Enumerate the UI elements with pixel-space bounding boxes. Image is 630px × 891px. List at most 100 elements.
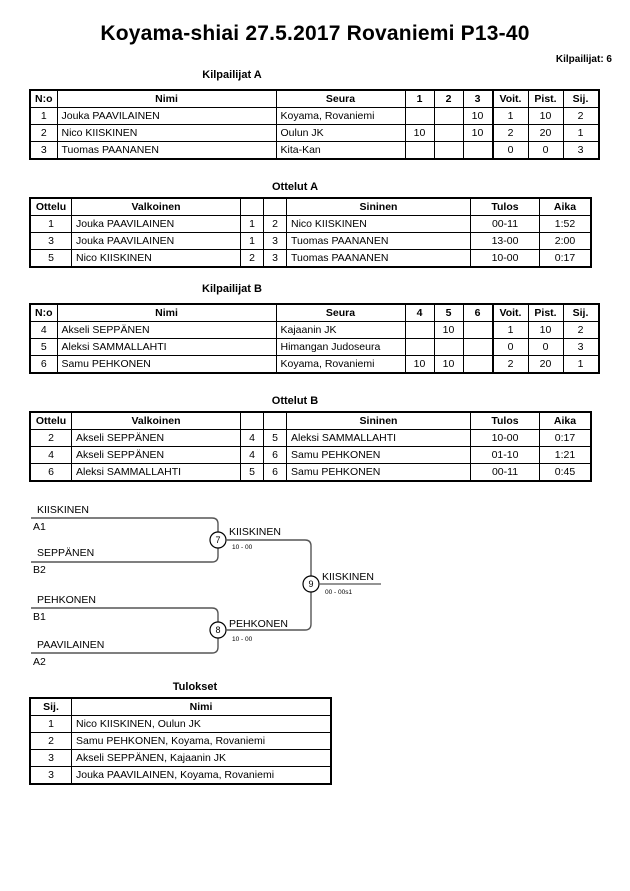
table-row: 2 Nico KIISKINEN Oulun JK 10 10 2 20 1 xyxy=(29,124,599,142)
col-header-sininen: Sininen xyxy=(286,197,471,216)
col-header-valkoinen: Valkoinen xyxy=(71,411,241,430)
col-header-nimi: Nimi xyxy=(71,697,332,716)
bracket-node-score: 10 - 00 xyxy=(232,544,253,551)
cell-sij: 1 xyxy=(562,355,599,374)
col-header-seura: Seura xyxy=(275,89,406,108)
cell-sij: 1 xyxy=(29,715,72,733)
cell-blue-no: 6 xyxy=(263,463,287,482)
cell-seura: Kajaanin JK xyxy=(275,321,406,339)
col-header-ottelu: Ottelu xyxy=(29,411,72,430)
cell-sininen: Tuomas PAANANEN xyxy=(286,232,471,250)
col-header-white-no xyxy=(240,411,264,430)
caption-pool-b: Kilpailijat B xyxy=(202,283,262,295)
table-row: 1 Jouka PAAVILAINEN Koyama, Rovaniemi 10… xyxy=(29,107,599,125)
cell-nimi: Tuomas PAANANEN xyxy=(56,141,277,160)
bracket-final-winner: KIISKINEN xyxy=(322,571,374,583)
col-header-no: N:o xyxy=(29,89,58,108)
table-row: 1 Jouka PAAVILAINEN 1 2 Nico KIISKINEN 0… xyxy=(29,215,592,233)
cell-m4 xyxy=(404,338,435,356)
cell-tulos: 00-11 xyxy=(470,463,540,482)
cell-m1: 10 xyxy=(404,124,435,142)
cell-white-no: 1 xyxy=(240,215,264,233)
caption-matches-b: Ottelut B xyxy=(271,395,319,407)
cell-tulos: 01-10 xyxy=(470,446,540,464)
cell-ottelu: 5 xyxy=(29,249,72,268)
cell-voit: 2 xyxy=(491,355,529,374)
pool-b-table: N:o Nimi Seura 4 5 6 Voit. Pist. Sij. 4 … xyxy=(29,303,600,374)
cell-no: 2 xyxy=(29,124,58,142)
bracket-entrant-seed: A1 xyxy=(33,521,46,533)
cell-sij: 3 xyxy=(562,338,599,356)
col-header-ottelu: Ottelu xyxy=(29,197,72,216)
bracket-entrant-seed: B1 xyxy=(33,611,46,623)
elimination-bracket: KIISKINEN A1 SEPPÄNEN B2 7 KIISKINEN 10 … xyxy=(0,495,630,680)
col-header-pist: Pist. xyxy=(527,89,564,108)
cell-valkoinen: Jouka PAAVILAINEN xyxy=(71,232,241,250)
cell-sij: 3 xyxy=(29,766,72,785)
col-header-sij: Sij. xyxy=(29,697,72,716)
table-row: 3 Tuomas PAANANEN Kita-Kan 0 0 3 xyxy=(29,141,599,160)
table-header-row: Ottelu Valkoinen Sininen Tulos Aika xyxy=(29,411,592,430)
cell-m5: 10 xyxy=(433,321,464,339)
cell-pist: 10 xyxy=(527,321,564,339)
cell-m3: 10 xyxy=(462,124,493,142)
cell-sininen: Tuomas PAANANEN xyxy=(286,249,471,268)
table-row: 6 Aleksi SAMMALLAHTI 5 6 Samu PEHKONEN 0… xyxy=(29,463,592,482)
cell-ottelu: 1 xyxy=(29,215,72,233)
cell-ottelu: 2 xyxy=(29,429,72,447)
cell-m2 xyxy=(433,107,464,125)
cell-nimi: Aleksi SAMMALLAHTI xyxy=(56,338,277,356)
cell-pist: 20 xyxy=(527,124,564,142)
cell-valkoinen: Jouka PAAVILAINEN xyxy=(71,215,241,233)
bracket-entrant-name: SEPPÄNEN xyxy=(37,547,94,559)
bracket-node-score: 10 - 00 xyxy=(232,636,253,643)
cell-white-no: 4 xyxy=(240,446,264,464)
cell-voit: 2 xyxy=(491,124,529,142)
cell-voit: 1 xyxy=(491,321,529,339)
col-header-no: N:o xyxy=(29,303,58,322)
cell-white-no: 2 xyxy=(240,249,264,268)
col-header-sininen: Sininen xyxy=(286,411,471,430)
cell-aika: 0:17 xyxy=(539,429,592,447)
cell-white-no: 5 xyxy=(240,463,264,482)
cell-sij: 3 xyxy=(562,141,599,160)
cell-tulos: 10-00 xyxy=(470,429,540,447)
cell-white-no: 4 xyxy=(240,429,264,447)
col-header-pist: Pist. xyxy=(527,303,564,322)
bracket-final-score: 00 - 00s1 xyxy=(325,589,352,596)
matches-a-table: Ottelu Valkoinen Sininen Tulos Aika 1 Jo… xyxy=(29,197,592,268)
table-row: 3 Jouka PAAVILAINEN, Koyama, Rovaniemi xyxy=(29,766,332,785)
cell-blue-no: 3 xyxy=(263,232,287,250)
pool-a-table: N:o Nimi Seura 1 2 3 Voit. Pist. Sij. 1 … xyxy=(29,89,600,160)
cell-ottelu: 3 xyxy=(29,232,72,250)
cell-m3: 10 xyxy=(462,107,493,125)
col-header-aika: Aika xyxy=(539,411,592,430)
col-header-aika: Aika xyxy=(539,197,592,216)
table-row: 4 Akseli SEPPÄNEN 4 6 Samu PEHKONEN 01-1… xyxy=(29,446,592,464)
cell-sij: 2 xyxy=(29,732,72,750)
col-header-sij: Sij. xyxy=(562,303,599,322)
cell-white-no: 1 xyxy=(240,232,264,250)
cell-voit: 1 xyxy=(491,107,529,125)
cell-aika: 2:00 xyxy=(539,232,592,250)
page-title: Koyama-shiai 27.5.2017 Rovaniemi P13-40 xyxy=(100,22,530,45)
cell-sininen: Nico KIISKINEN xyxy=(286,215,471,233)
results-table: Sij. Nimi 1 Nico KIISKINEN, Oulun JK 2 S… xyxy=(29,697,332,785)
cell-aika: 0:17 xyxy=(539,249,592,268)
cell-no: 4 xyxy=(29,321,58,339)
cell-valkoinen: Akseli SEPPÄNEN xyxy=(71,446,241,464)
table-row: 2 Akseli SEPPÄNEN 4 5 Aleksi SAMMALLAHTI… xyxy=(29,429,592,447)
cell-nimi: Nico KIISKINEN xyxy=(56,124,277,142)
cell-nimi: Jouka PAAVILAINEN xyxy=(56,107,277,125)
cell-ottelu: 6 xyxy=(29,463,72,482)
cell-valkoinen: Aleksi SAMMALLAHTI xyxy=(71,463,241,482)
cell-tulos: 10-00 xyxy=(470,249,540,268)
col-header-white-no xyxy=(240,197,264,216)
cell-seura: Kita-Kan xyxy=(275,141,406,160)
competitors-count: Kilpailijat: 6 xyxy=(555,54,612,65)
bracket-node-number: 9 xyxy=(308,579,313,589)
cell-nimi: Akseli SEPPÄNEN, Kajaanin JK xyxy=(71,749,332,767)
col-header-m3: 3 xyxy=(462,89,493,108)
cell-aika: 1:52 xyxy=(539,215,592,233)
col-header-m5: 5 xyxy=(433,303,464,322)
